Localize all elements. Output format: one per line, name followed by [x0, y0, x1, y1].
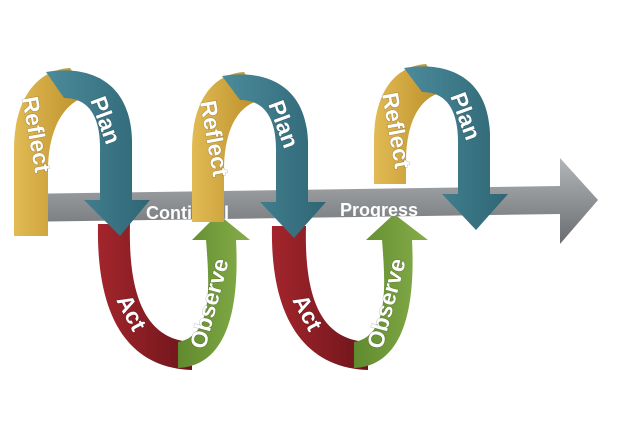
arrow-label-progress: Progress [340, 200, 418, 220]
reflect-segment-3 [374, 64, 444, 184]
cycle-3-front: Reflect Plan [374, 64, 508, 230]
observe-segment-1 [178, 214, 250, 368]
plan-segment-1 [46, 70, 150, 236]
cycle-1-front: Reflect Plan [14, 68, 150, 236]
reflect-segment-2 [192, 72, 262, 222]
plan-segment-2 [222, 74, 326, 238]
reflect-segment-1 [14, 68, 90, 236]
observe-segment-2 [354, 214, 428, 368]
act-segment-1 [97, 224, 192, 370]
cycle-1: Act Observe [97, 214, 250, 370]
plan-segment-3 [404, 66, 508, 230]
cycle-2-back: Act Observe [271, 214, 428, 370]
act-segment-2 [271, 226, 368, 370]
